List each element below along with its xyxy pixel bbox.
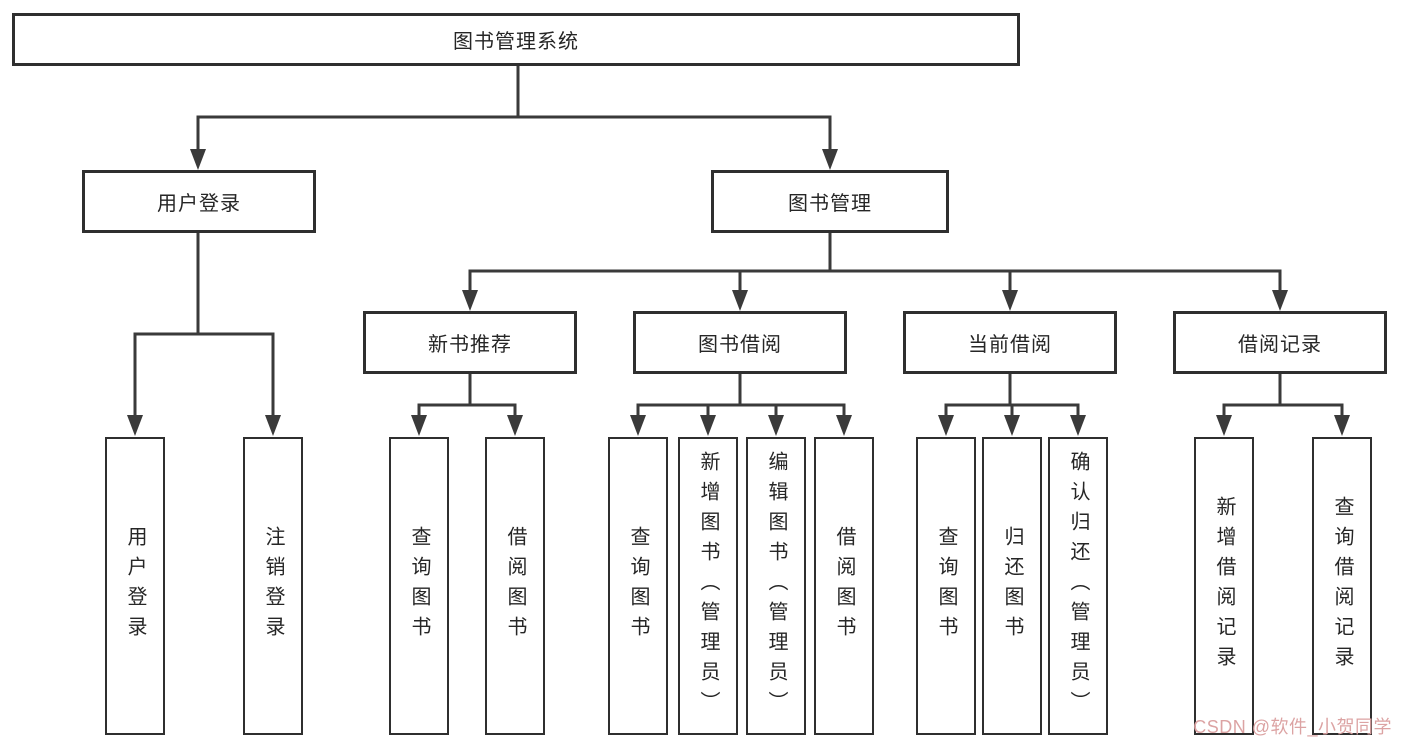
watermark: CSDN @软件_小贺同学: [1193, 717, 1392, 737]
node-user-login: 用户登录: [82, 170, 316, 233]
leaf-query-books-current: 查询图书: [916, 437, 976, 735]
leaf-user-login-label: 用户登录: [124, 526, 146, 646]
leaf-add-book-admin: 新增图书（管理员）: [678, 437, 738, 735]
leaf-add-borrow-record-label: 新增借阅记录: [1213, 496, 1235, 676]
leaf-query-books-recommend-label: 查询图书: [408, 526, 430, 646]
leaf-confirm-return-admin: 确认归还（管理员）: [1048, 437, 1108, 735]
leaf-query-books-borrow-label: 查询图书: [627, 526, 649, 646]
node-current-borrow: 当前借阅: [903, 311, 1117, 374]
leaf-query-books-current-label: 查询图书: [935, 526, 957, 646]
leaf-return-book: 归还图书: [982, 437, 1042, 735]
leaf-borrow-books-recommend: 借阅图书: [485, 437, 545, 735]
leaf-logout: 注销登录: [243, 437, 303, 735]
node-new-book-recommend: 新书推荐: [363, 311, 577, 374]
leaf-borrow-books-label: 借阅图书: [833, 526, 855, 646]
leaf-query-borrow-record: 查询借阅记录: [1312, 437, 1372, 735]
leaf-query-books-borrow: 查询图书: [608, 437, 668, 735]
node-borrow-record: 借阅记录: [1173, 311, 1387, 374]
leaf-user-login: 用户登录: [105, 437, 165, 735]
leaf-return-book-label: 归还图书: [1001, 526, 1023, 646]
leaf-add-borrow-record: 新增借阅记录: [1194, 437, 1254, 735]
leaf-borrow-books-recommend-label: 借阅图书: [504, 526, 526, 646]
node-book-management: 图书管理: [711, 170, 949, 233]
leaf-edit-book-admin: 编辑图书（管理员）: [746, 437, 806, 735]
leaf-confirm-return-admin-label: 确认归还（管理员）: [1067, 451, 1089, 721]
leaf-query-books-recommend: 查询图书: [389, 437, 449, 735]
node-root: 图书管理系统: [12, 13, 1020, 66]
leaf-query-borrow-record-label: 查询借阅记录: [1331, 496, 1353, 676]
node-book-borrow: 图书借阅: [633, 311, 847, 374]
leaf-add-book-admin-label: 新增图书（管理员）: [697, 451, 719, 721]
leaf-borrow-books: 借阅图书: [814, 437, 874, 735]
leaf-logout-label: 注销登录: [262, 526, 284, 646]
leaf-edit-book-admin-label: 编辑图书（管理员）: [765, 451, 787, 721]
